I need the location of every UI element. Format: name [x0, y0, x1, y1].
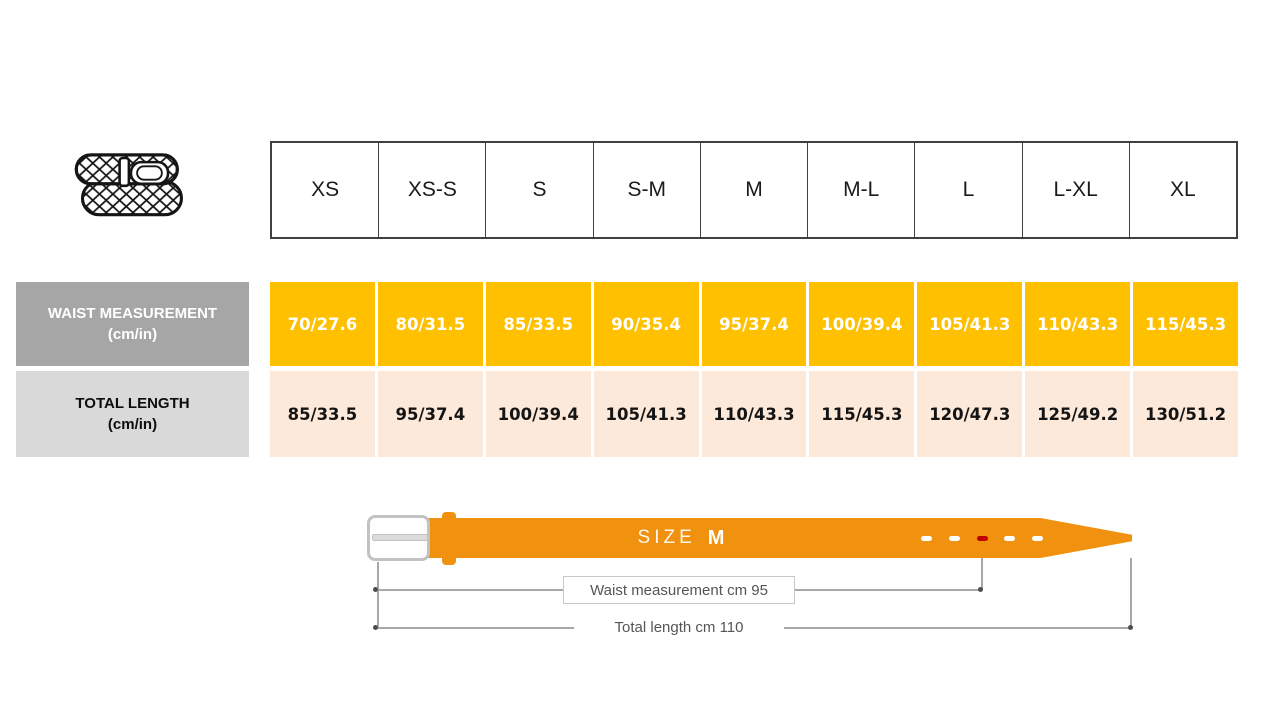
belt-hole: [921, 536, 932, 541]
length-value-cell: 95/37.4: [377, 371, 483, 457]
waist-measurement-annotation: Waist measurement cm 95: [563, 576, 795, 604]
belt-hole-selected: [977, 536, 988, 541]
belt-buckle-prong: [372, 534, 428, 541]
size-value: M: [707, 526, 725, 549]
waist-value-cell: 100/39.4: [809, 282, 915, 366]
waist-value-cell: 85/33.5: [485, 282, 591, 366]
belt-hole: [1032, 536, 1043, 541]
belt-hole: [1004, 536, 1015, 541]
measure-endpoint-dot: [978, 587, 983, 592]
total-length-row: 85/33.5 95/37.4 100/39.4 105/41.3 110/43…: [270, 371, 1239, 457]
length-value-cell: 125/49.2: [1025, 371, 1131, 457]
length-value-cell: 130/51.2: [1133, 371, 1239, 457]
size-header-cell: L: [914, 143, 1021, 237]
size-header-cell: S-M: [592, 143, 700, 237]
measure-endpoint-dot: [373, 587, 378, 592]
length-value-cell: 110/43.3: [701, 371, 807, 457]
length-value-cell: 105/41.3: [593, 371, 699, 457]
belt-keeper-loop: [442, 512, 456, 565]
waist-measurement-row-label: WAIST MEASUREMENT (cm/in): [16, 282, 249, 366]
size-header-cell: XS: [311, 178, 340, 201]
size-header-cell: XS-S: [378, 143, 485, 237]
total-length-annotation: Total length cm 110: [574, 615, 784, 640]
measure-line-tip-vertical: [1130, 558, 1132, 628]
length-value-cell: 85/33.5: [270, 371, 375, 457]
measure-endpoint-dot: [373, 625, 378, 630]
size-header-cell: S: [485, 143, 592, 237]
waist-value-cell: 90/35.4: [593, 282, 699, 366]
length-value-cell: 115/45.3: [809, 371, 915, 457]
total-length-row-label: TOTAL LENGTH (cm/in): [16, 371, 249, 457]
size-header-cell: M-L: [807, 143, 914, 237]
measure-endpoint-dot: [1128, 625, 1133, 630]
row-label-text: TOTAL LENGTH: [75, 395, 190, 412]
waist-value-cell: 110/43.3: [1025, 282, 1131, 366]
length-value-cell: 120/47.3: [917, 371, 1023, 457]
row-label-unit: (cm/in): [107, 416, 158, 433]
waist-value-cell: 80/31.5: [377, 282, 483, 366]
size-word: SIZE: [637, 527, 696, 548]
waist-value-cell: 70/27.6: [270, 282, 375, 366]
waist-measurement-row: 70/27.6 80/31.5 85/33.5 90/35.4 95/37.4 …: [270, 282, 1239, 366]
row-label-text: WAIST MEASUREMENT: [47, 305, 218, 322]
braided-belt-icon: [74, 153, 183, 217]
size-header-cell: L-XL: [1021, 143, 1129, 237]
waist-value-cell: 95/37.4: [701, 282, 807, 366]
length-value-cell: 100/39.4: [485, 371, 591, 457]
measure-line-buckle-vertical: [377, 562, 379, 628]
size-header-row: XS XS-S S S-M M M-L L L-XL XL: [270, 141, 1238, 239]
belt-hole: [949, 536, 960, 541]
row-label-unit: (cm/in): [107, 326, 158, 343]
belt-size-label: SIZE M: [456, 518, 906, 558]
waist-value-cell: 105/41.3: [917, 282, 1023, 366]
size-header-cell: M: [699, 143, 807, 237]
waist-value-cell: 115/45.3: [1133, 282, 1239, 366]
size-header-cell: XL: [1128, 143, 1236, 237]
measure-line-hole-vertical: [981, 541, 983, 590]
